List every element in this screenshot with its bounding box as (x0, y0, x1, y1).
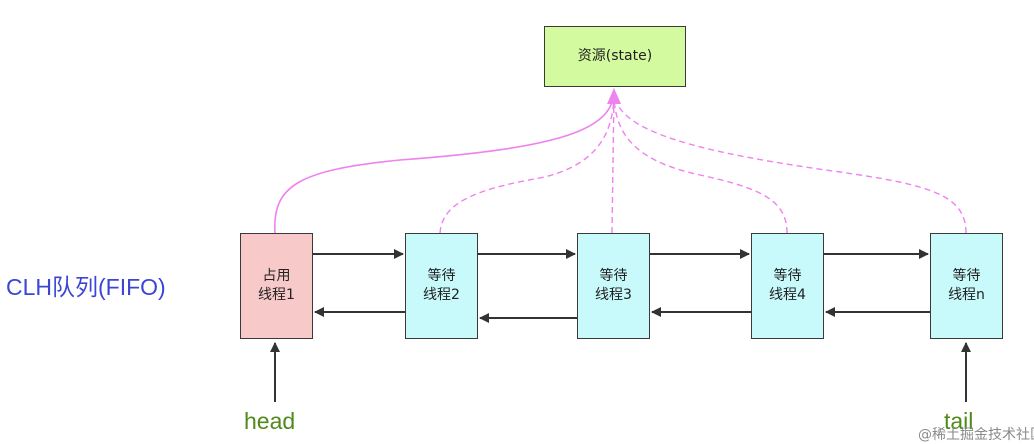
head-label: head (244, 408, 296, 434)
node-status: 等待 (773, 268, 802, 284)
node-status: 等待 (952, 268, 981, 284)
watermark: @稀土掘金技术社区 (918, 427, 1034, 443)
holding-thread-request-line (274, 91, 615, 234)
node-thread: 线程3 (595, 287, 632, 303)
waiting-thread-node-3: 等待 线程3 (577, 233, 650, 339)
waiting-thread-node-n: 等待 线程n (930, 233, 1003, 339)
holding-thread-node: 占用 线程1 (240, 233, 313, 339)
node-thread: 线程1 (258, 287, 295, 303)
waiting-thread4-request-line (613, 91, 788, 234)
resource-arrowhead (607, 88, 621, 104)
waiting-thread-node-4: 等待 线程4 (751, 233, 824, 339)
node-status: 等待 (599, 268, 628, 284)
waiting-thread2-request-line (439, 91, 615, 234)
resource-state-label: 资源(state) (577, 48, 653, 64)
node-status: 等待 (427, 268, 456, 284)
node-thread: 线程4 (769, 287, 806, 303)
clh-queue-label: CLH队列(FIFO) (6, 274, 166, 300)
node-thread: 线程n (948, 287, 985, 303)
waiting-thread-node-2: 等待 线程2 (405, 233, 478, 339)
waiting-threadn-request-line (613, 91, 967, 234)
tail-label: tail (944, 408, 974, 434)
waiting-thread3-request-line (611, 91, 615, 234)
node-status: 占用 (262, 268, 291, 284)
node-thread: 线程2 (423, 287, 460, 303)
resource-state-box: 资源(state) (544, 26, 686, 87)
